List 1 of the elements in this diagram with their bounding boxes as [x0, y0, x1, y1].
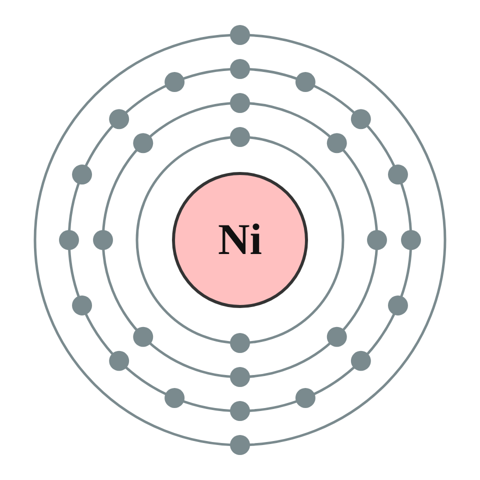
element-symbol: Ni	[218, 218, 262, 262]
